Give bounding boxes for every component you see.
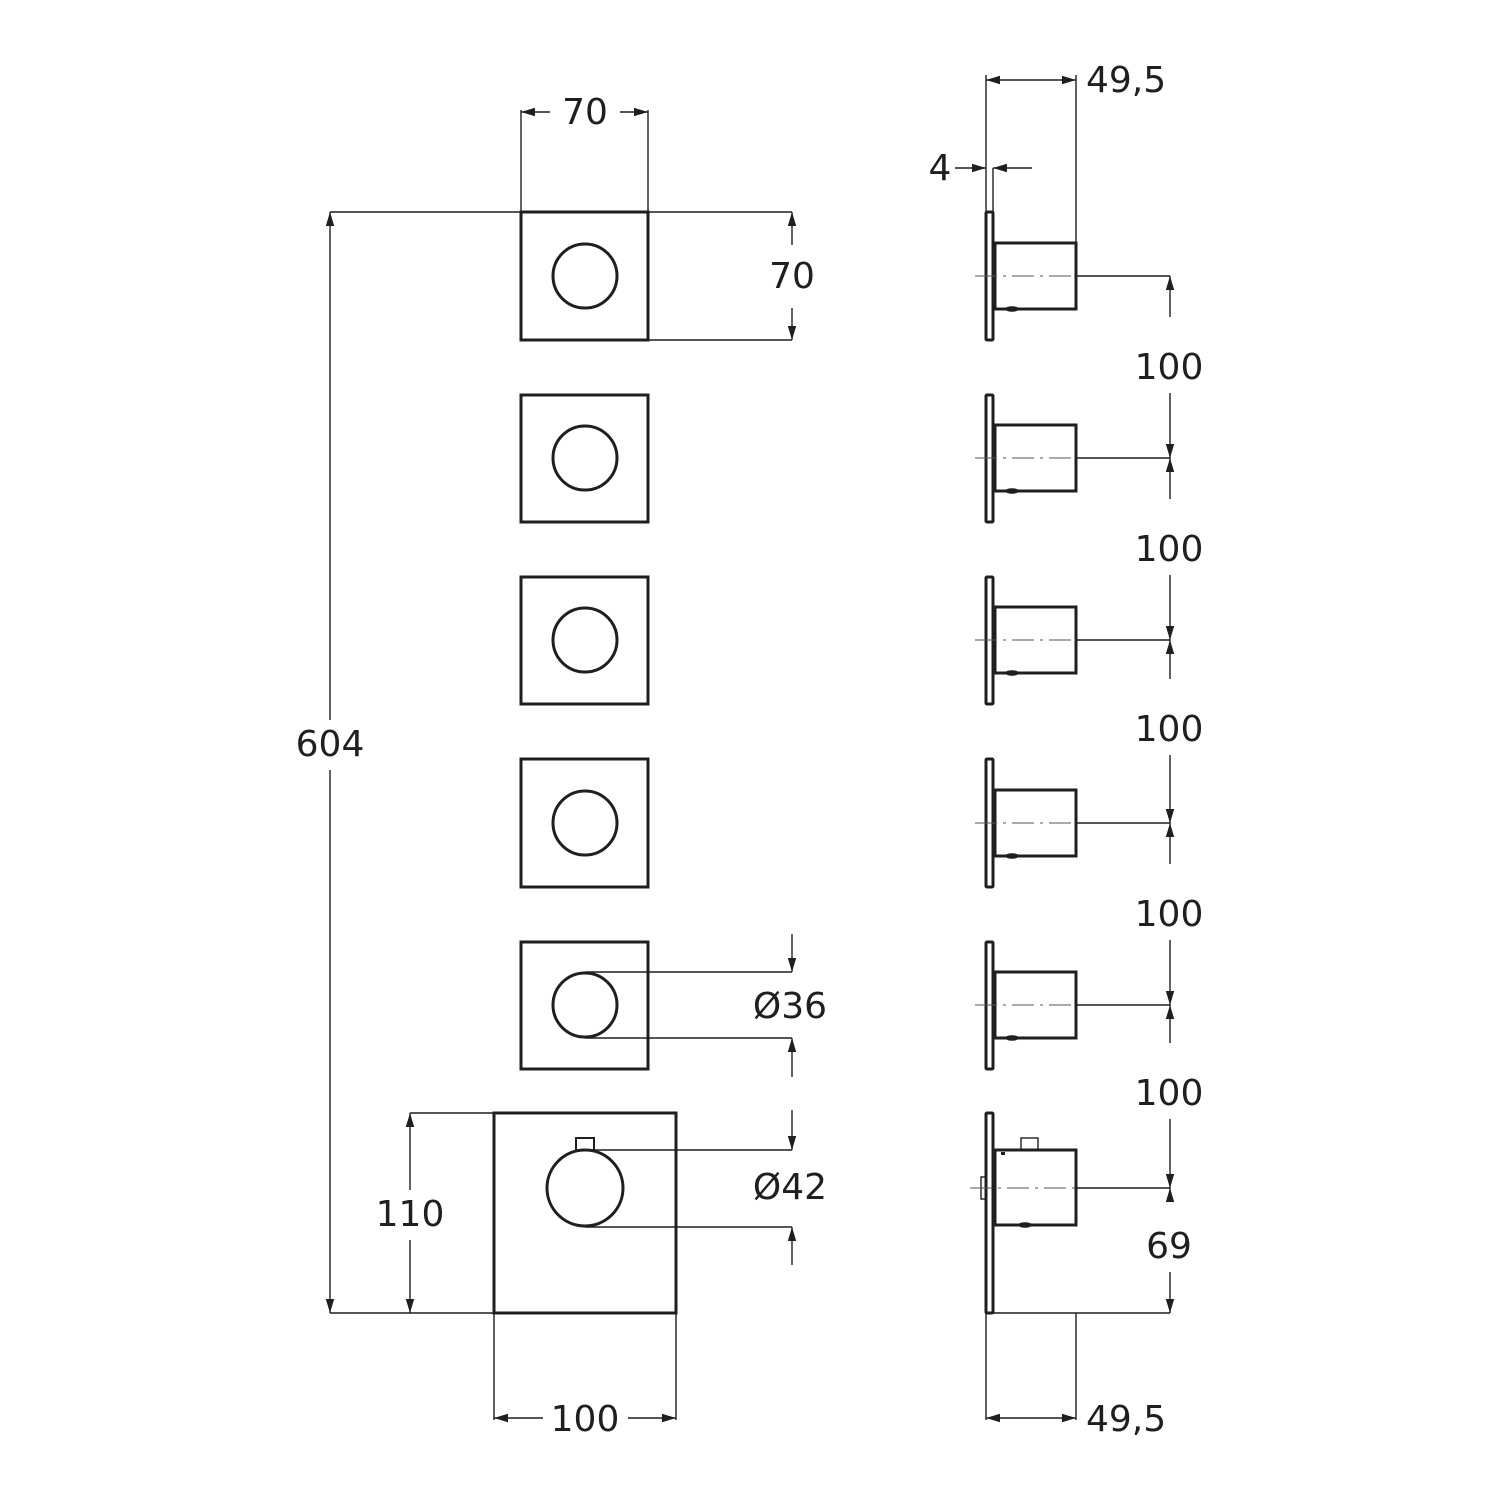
dim-label: 110 <box>376 1194 445 1235</box>
dim-label: 49,5 <box>1086 1399 1166 1440</box>
dim-label: 70 <box>769 256 815 297</box>
dim-thermostat-width: 100 <box>493 1313 677 1440</box>
dim-depth-bottom: 49,5 <box>985 1313 1166 1440</box>
knob-icon <box>551 971 619 1039</box>
dim-thermostat-knob-diameter: Ø42 <box>585 1110 827 1265</box>
knob-icon <box>551 606 619 674</box>
dim-spacing-label: 100 <box>1135 529 1204 570</box>
dim-plate-width: 70 <box>520 92 649 212</box>
thermostat-plate <box>492 1111 678 1315</box>
front-view: 70 70 604 110 <box>296 92 827 1440</box>
dim-plate-height: 70 <box>330 211 815 341</box>
dim-thermostat-height: 110 <box>376 1112 494 1313</box>
knob-marker <box>1005 306 1019 312</box>
knob-icon <box>551 789 619 857</box>
side-thermostat-button <box>1020 1137 1039 1151</box>
knob-marker <box>1005 1035 1019 1041</box>
dim-label: Ø42 <box>753 1167 827 1208</box>
thermostat-knob-icon <box>545 1148 625 1228</box>
dim-spacing-label: 100 <box>1135 347 1204 388</box>
valve-plate-3 <box>519 575 650 706</box>
valve-plate-1 <box>519 210 650 342</box>
dim-spacing-label: 100 <box>1135 894 1204 935</box>
knob-marker <box>1018 1222 1032 1228</box>
knob-marker <box>1005 488 1019 494</box>
dim-plate-thickness: 4 <box>929 148 1032 212</box>
dim-knob-diameter: Ø36 <box>585 934 827 1077</box>
dim-label: 49,5 <box>1086 60 1166 101</box>
knob-icon <box>551 242 619 310</box>
knob-marker <box>1005 670 1019 676</box>
side-plate-thermostat <box>984 1111 995 1315</box>
dim-label: 70 <box>562 92 608 133</box>
dim-label: Ø36 <box>753 986 827 1027</box>
dim-bottom-offset-label: 69 <box>1146 1226 1192 1267</box>
side-view <box>970 210 1175 1315</box>
side-dims: 49,5 4 49,5 100 100 100 100 100 69 <box>929 60 1204 1440</box>
valve-plate-2 <box>519 393 650 524</box>
dim-depth-top: 49,5 <box>985 60 1166 243</box>
knob-icon <box>551 424 619 492</box>
valve-plate-5 <box>519 940 650 1071</box>
valve-plate-4 <box>519 757 650 889</box>
knob-marker <box>1005 853 1019 859</box>
dim-overall-height: 604 <box>296 212 494 1314</box>
dim-label: 100 <box>551 1399 620 1440</box>
dim-spacing-label: 100 <box>1135 709 1204 750</box>
dim-label: 4 <box>929 148 952 189</box>
dim-spacing-label: 100 <box>1135 1073 1204 1114</box>
dim-label: 604 <box>296 724 365 765</box>
side-thermostat-dot <box>1001 1152 1005 1155</box>
